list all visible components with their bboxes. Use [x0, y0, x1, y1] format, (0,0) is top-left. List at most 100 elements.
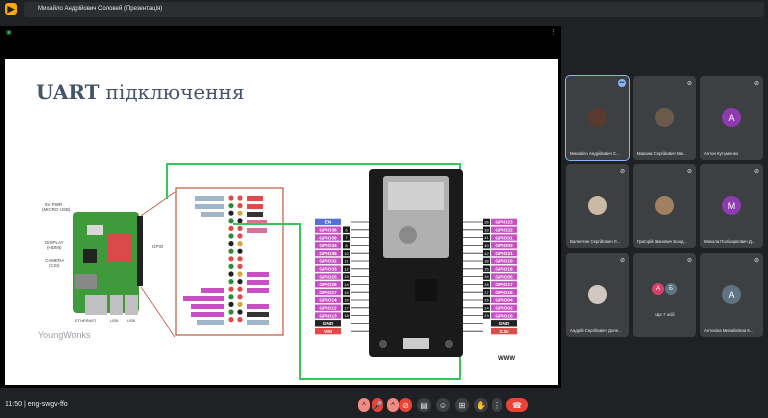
esp32-pin-number-box	[343, 242, 350, 249]
avatar: Б	[665, 283, 677, 295]
esp32-right-pins: GPIO2336GPIO2239GPIO0141GPIO0340GPIO2142…	[463, 218, 517, 335]
esp32-pin-number: 24	[484, 305, 489, 310]
top-bar: ▶ Михайло Андрійович Соловей (Презентаці…	[0, 0, 768, 20]
esp32-pin-number-box	[483, 281, 490, 288]
more-options-icon[interactable]: ⋮	[550, 29, 557, 36]
esp32-pin-number-box	[343, 234, 350, 241]
esp32-pin-label	[315, 257, 341, 265]
esp32-pin-name: GPIO21	[495, 251, 513, 257]
raise-hand-icon[interactable]: ✋	[474, 398, 488, 412]
esp32-pin-name: 3.3v	[499, 329, 509, 335]
esp32-pin-number: 15	[344, 290, 349, 295]
esp32-pin-label	[315, 265, 341, 272]
leave-call-icon[interactable]: ☎	[506, 398, 528, 412]
esp32-pin-number-box	[483, 312, 490, 319]
esp32-pin-label	[315, 304, 341, 311]
svg-text:USB: USB	[110, 318, 119, 323]
mic-muted-icon: ⊘	[753, 258, 759, 264]
esp32-pin-number: 10	[344, 251, 349, 256]
esp32-pin-name: GPIO02	[495, 306, 513, 312]
esp32-pin-number: 13	[344, 274, 349, 279]
participant-tile[interactable]: А ⊘ Антоніна Михайлівна К...	[700, 253, 763, 337]
svg-text:GPIO: GPIO	[152, 244, 164, 249]
avatar: А	[722, 285, 741, 304]
participant-tile[interactable]: А⊘Антон Кутьменко	[700, 76, 763, 160]
esp32-pin-label	[315, 249, 341, 257]
participant-name: Микола Поліхарпович Д...	[704, 239, 756, 244]
participant-tile[interactable]: ⊘Григорій Іванович Бонд...	[633, 164, 696, 248]
esp32-pin-name: GPIO05	[495, 274, 513, 280]
esp32-pin-label	[491, 296, 517, 304]
esp32-pin-name: GPIO22	[495, 228, 513, 234]
esp32-pin-number-box	[483, 234, 490, 241]
esp32-pin-label	[491, 242, 517, 249]
esp32-pin-number-box	[483, 257, 490, 265]
mic-options-icon[interactable]: ^	[358, 398, 370, 412]
mic-off-icon[interactable]: 🎤	[372, 398, 383, 412]
svg-text:(MICRO USB): (MICRO USB)	[42, 207, 71, 212]
participant-tile[interactable]: •••Михайло Андрійович С...	[565, 75, 630, 161]
slide-diagram: 5V PWR (MICRO USB) DISPLAY (HDMI) CAMERA…	[38, 163, 517, 380]
avatar: А	[722, 108, 741, 127]
esp32-pin-name: GPIO34	[319, 243, 337, 249]
esp32-pin-name: GPIO39	[319, 235, 337, 241]
esp32-pin-number-box	[483, 265, 490, 272]
esp32-pin-name: GPIO33	[319, 267, 337, 273]
esp32-pin-label	[315, 218, 341, 226]
esp32-pin-label	[315, 327, 341, 335]
camera-off-icon[interactable]: ⊘	[399, 398, 412, 412]
esp32-pin-name: GPIO16	[495, 290, 513, 296]
esp32-pin-label	[491, 288, 517, 296]
esp32-pin-number: 7	[345, 235, 348, 240]
esp32-pin-label	[491, 273, 517, 280]
svg-text:5V PWR: 5V PWR	[45, 202, 63, 207]
esp32-pin-label	[315, 242, 341, 249]
gpio-dots	[228, 195, 243, 323]
svg-text:(CSI): (CSI)	[49, 263, 60, 268]
esp32-pin-name: GPIO25	[319, 274, 337, 280]
esp32-pin-number: 41	[484, 235, 489, 240]
esp32-pin-number-box	[343, 296, 350, 304]
esp32-pin-label	[315, 288, 341, 296]
camera-options-icon[interactable]: ^	[387, 398, 399, 412]
esp32-pin-number-box	[343, 226, 350, 233]
esp32-pin-name: GPIO32	[319, 259, 337, 265]
participant-tile[interactable]: ⊘Валентин Сергійович Л...	[566, 164, 629, 248]
esp32-pin-number: 34	[484, 274, 489, 279]
esp32-pin-name: GPIO04	[495, 298, 513, 304]
more-options-bottom-icon[interactable]: ⋮	[492, 398, 502, 412]
participant-tile[interactable]: ⊘Андрій Сергійович Доле...	[566, 253, 629, 337]
esp32-pin-label	[315, 234, 341, 241]
present-icon[interactable]: ⊞	[455, 398, 469, 412]
esp32-pin-label	[315, 226, 341, 233]
mic-muted-icon: ⊘	[619, 258, 625, 264]
esp32-pin-number: 17	[344, 305, 349, 310]
participant-name: Антоніна Михайлівна К...	[704, 328, 754, 333]
esp32-pin-number-box	[343, 312, 350, 319]
esp32-pin-name: GPIO01	[495, 235, 513, 241]
svg-text:(HDMI): (HDMI)	[47, 245, 62, 250]
esp32-pin-label	[491, 218, 517, 226]
esp32-pin-number: 35	[484, 266, 489, 271]
esp32-pin-name: GPIO13	[319, 313, 337, 319]
www-label: WWW	[498, 356, 515, 362]
esp32-pin-name: GPIO36	[319, 228, 337, 234]
emoji-icon[interactable]: ☺	[436, 398, 450, 412]
participant-tile[interactable]: М⊘Микола Поліхарпович Д...	[700, 164, 763, 248]
esp32-pin-label	[491, 226, 517, 233]
avatar: А	[652, 283, 664, 295]
esp32-pin-name: GND	[499, 321, 510, 327]
captions-icon[interactable]: ▤	[417, 398, 431, 412]
esp32-pin-label	[315, 273, 341, 280]
mic-muted-icon: ⊘	[753, 169, 759, 175]
esp32-pin-name: GPIO27	[319, 290, 337, 296]
esp32-pin-number-box	[483, 226, 490, 233]
participant-tile[interactable]: ⊘Максим Сергійович Ми...	[633, 76, 696, 160]
gpio-pin-rows	[183, 196, 269, 325]
presenting-indicator-icon: ▣	[6, 30, 12, 36]
esp32-pin-number-box	[483, 273, 490, 280]
esp32-pin-number-box	[483, 242, 490, 249]
esp32-pin-number: 18	[344, 313, 349, 318]
